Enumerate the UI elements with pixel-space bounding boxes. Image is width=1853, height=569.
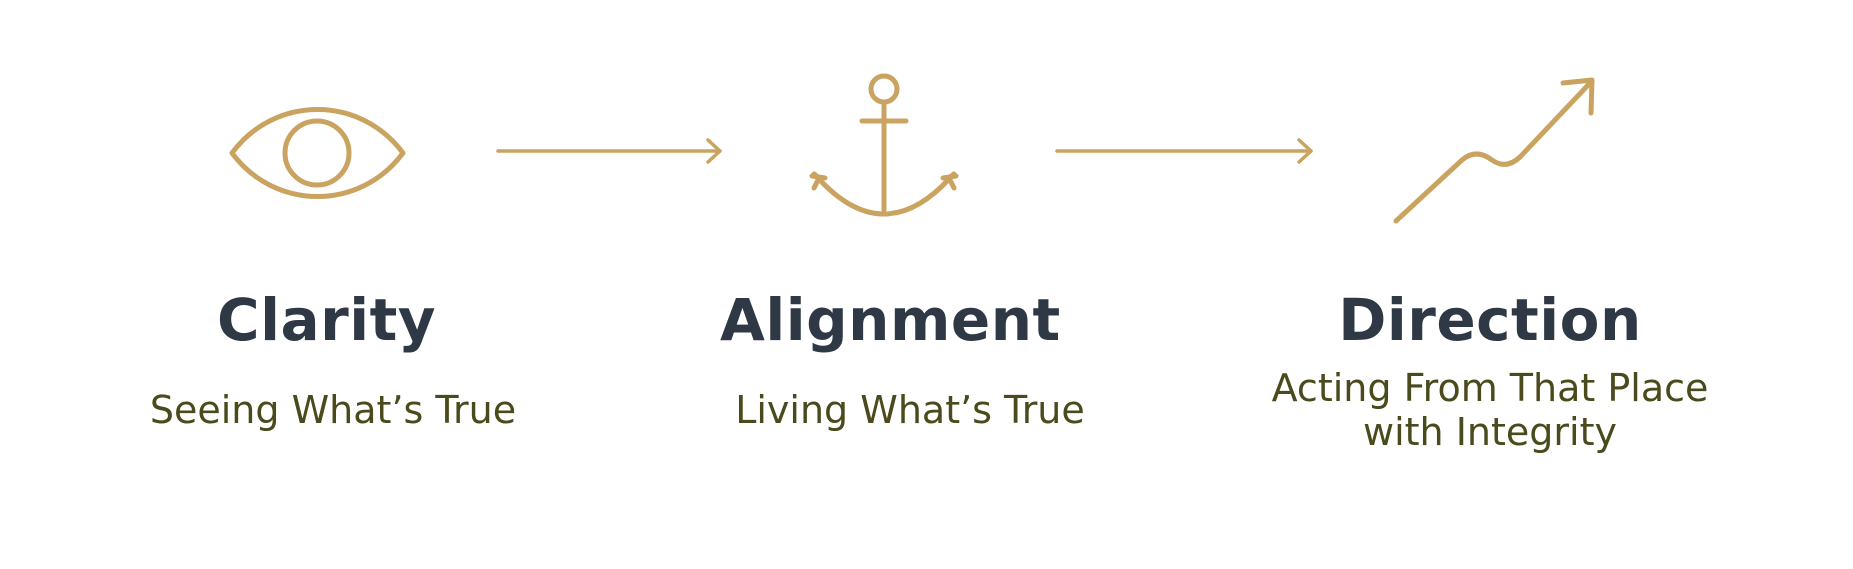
step-subtitle-direction-line-2: with Integrity: [1363, 410, 1617, 454]
right-arrow-connector-icon: [496, 138, 722, 164]
trending-up-arrow-icon: [1393, 77, 1595, 224]
eye-icon: [229, 107, 406, 199]
right-arrow-connector-icon: [1055, 138, 1313, 164]
step-title-clarity: Clarity: [217, 286, 437, 354]
step-title-alignment: Alignment: [720, 286, 1061, 354]
step-title-direction: Direction: [1338, 286, 1642, 354]
step-subtitle-alignment: Living What’s True: [735, 388, 1085, 432]
step-subtitle-direction-line-1: Acting From That Place: [1271, 366, 1709, 410]
step-subtitle-clarity: Seeing What’s True: [149, 388, 517, 432]
anchor-icon: [809, 73, 959, 217]
